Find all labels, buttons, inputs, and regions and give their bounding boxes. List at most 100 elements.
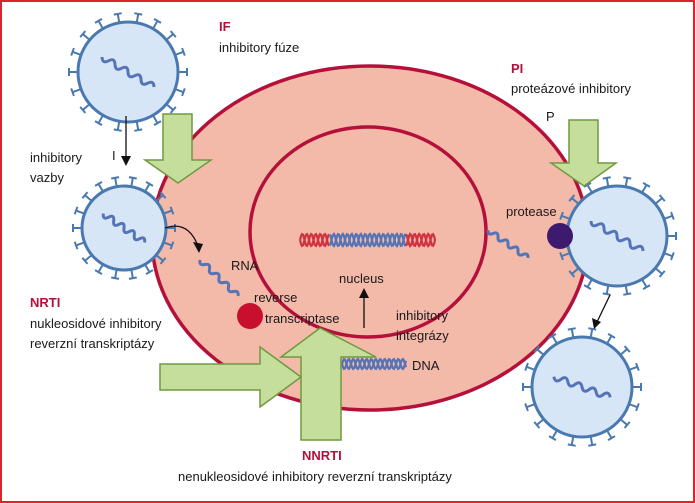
- virus-spike-cap: [635, 362, 640, 371]
- binding-arrowhead-icon: [121, 156, 131, 166]
- fusion-block-arrow-icon: [142, 113, 214, 184]
- virus-spike-cap: [81, 257, 89, 265]
- virus-spike-cap: [73, 241, 79, 250]
- dna-strand: [405, 232, 437, 248]
- virus-spike: [654, 197, 663, 205]
- virus-spike-cap: [568, 194, 576, 202]
- nrti-block-arrow-icon: [159, 345, 303, 409]
- viral-rna-strand: [552, 376, 612, 398]
- virus-spike: [155, 194, 164, 202]
- virus-spike-cap: [524, 362, 529, 371]
- virus-spike-cap: [548, 333, 557, 339]
- virus-spike: [72, 88, 82, 94]
- virus-spike: [97, 114, 104, 124]
- virus-spike-cap: [548, 435, 557, 441]
- virus-spike: [551, 335, 558, 345]
- virus-spike: [586, 278, 593, 288]
- virus-spike: [606, 429, 613, 439]
- virus-spike-cap: [111, 176, 120, 180]
- host-cell: [150, 64, 590, 412]
- i-marker: I: [112, 148, 116, 163]
- virus-spike-cap: [94, 269, 103, 276]
- virus-spike-cap: [145, 269, 154, 276]
- virus-spike-cap: [623, 176, 632, 180]
- virus-spike: [152, 114, 159, 124]
- dna-strand: [340, 357, 408, 371]
- virus-spike: [130, 269, 134, 279]
- virus-spike-cap: [169, 206, 175, 215]
- virus-spike-cap: [642, 182, 651, 188]
- virus-spike-cap: [588, 327, 597, 331]
- virus-spike-cap: [81, 191, 89, 199]
- reverse-label: reverse: [254, 290, 297, 305]
- nrti-acronym: NRTI: [30, 295, 60, 310]
- virus-spike: [586, 184, 593, 194]
- virus-spike-cap: [588, 443, 597, 447]
- rna-strand-icon: [486, 229, 530, 259]
- virus-spike-cap: [128, 176, 137, 180]
- pi-label: proteázové inhibitory: [511, 81, 631, 96]
- virus-spike-cap: [524, 403, 529, 412]
- virus-spike-cap: [153, 18, 162, 24]
- nrti-label-line1: nukleosidové inhibitory: [30, 316, 162, 331]
- virus-icon: [68, 12, 188, 132]
- virus-spike-cap: [159, 257, 167, 265]
- rna-strand-icon: [198, 259, 240, 297]
- virus-spike: [114, 177, 118, 187]
- protease-label: protease: [506, 204, 557, 219]
- binding-label-line2: vazby: [30, 170, 64, 185]
- virus-icon: [522, 327, 642, 447]
- virus-spike: [114, 269, 118, 279]
- virus-spike: [130, 177, 134, 187]
- virus-spike-cap: [670, 252, 675, 261]
- if-acronym: IF: [219, 19, 231, 34]
- virus-spike-cap: [159, 191, 167, 199]
- virus-spike-cap: [533, 345, 541, 353]
- virus-spike-cap: [607, 333, 616, 339]
- virus-spike: [82, 103, 91, 111]
- nucleus: [248, 125, 488, 339]
- virus-spike-cap: [79, 106, 87, 114]
- virus-spike: [641, 184, 648, 194]
- virus-spike: [606, 335, 613, 345]
- dna-strand: [328, 232, 407, 248]
- virus-spike-cap: [623, 421, 631, 429]
- virus-spike-cap: [583, 182, 592, 188]
- virus-spike-cap: [134, 12, 143, 16]
- virus-icon: [557, 176, 677, 296]
- budding-arrowhead-icon: [592, 318, 601, 329]
- virus-spike: [144, 263, 151, 273]
- virus-spike-cap: [181, 47, 186, 56]
- virus-spike: [571, 197, 580, 205]
- nucleus-label: nucleus: [339, 271, 384, 286]
- virus-spike-cap: [153, 120, 162, 126]
- dna-strand: [298, 232, 330, 248]
- nnrti-label: nenukleosidové inhibitory reverzní trans…: [178, 469, 452, 484]
- virus-spike-cap: [635, 403, 640, 412]
- virus-spike-cap: [94, 120, 103, 126]
- virus-spike-cap: [169, 106, 177, 114]
- virus-spike: [82, 33, 91, 41]
- virus-spike: [84, 254, 93, 262]
- virus-spike: [641, 278, 648, 288]
- virus-spike-cap: [169, 30, 177, 38]
- virus-spike-cap: [113, 128, 122, 132]
- nrti-label-line2: reverzní transkriptázy: [30, 336, 155, 351]
- rna-label: RNA: [231, 258, 259, 273]
- viral-rna-strand: [101, 213, 147, 243]
- transcriptase-label: transcriptase: [265, 311, 339, 326]
- virus-spike-cap: [70, 47, 75, 56]
- virus-spike-cap: [642, 284, 651, 290]
- virus-spike-cap: [658, 194, 666, 202]
- virus-spike: [155, 254, 164, 262]
- virus-spike-cap: [181, 88, 186, 97]
- protease-enzyme-icon: [547, 223, 573, 249]
- virus-spike-cap: [567, 443, 576, 447]
- reverse-transcriptase-enzyme-icon: [237, 303, 263, 329]
- viral-rna-strand: [100, 56, 156, 88]
- virus-spike: [551, 429, 558, 439]
- virus-spike-cap: [559, 211, 564, 220]
- virus-spike-cap: [70, 88, 75, 97]
- dna-label: DNA: [412, 358, 440, 373]
